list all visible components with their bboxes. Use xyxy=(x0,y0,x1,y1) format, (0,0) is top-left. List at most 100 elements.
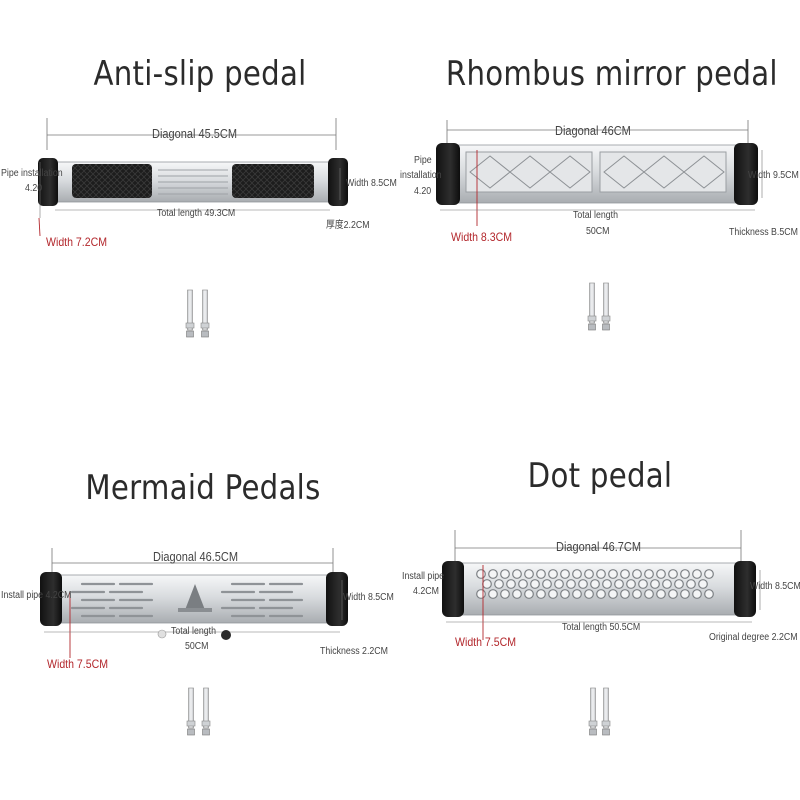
dot-pipe-label-1: Install pipe xyxy=(402,571,445,582)
perforation-hole xyxy=(578,579,588,589)
perforation-hole xyxy=(572,569,582,579)
perforation-hole xyxy=(524,589,534,599)
perforation-hole xyxy=(518,579,528,589)
perforation-hole xyxy=(638,579,648,589)
perforation-hole xyxy=(686,579,696,589)
perforation-hole xyxy=(530,579,540,589)
antislip-pipe-value: 4.20 xyxy=(25,183,43,194)
perforation-hole xyxy=(482,579,492,589)
antislip-total-length-label: Total length 49.3CM xyxy=(157,208,236,219)
perforation-hole xyxy=(704,589,714,599)
perforation-hole xyxy=(548,569,558,579)
rhombus-width-red-label: Width 8.3CM xyxy=(451,230,513,244)
mermaid-pedal-image xyxy=(40,548,348,658)
perforation-hole xyxy=(542,579,552,589)
perforation-hole xyxy=(536,569,546,579)
rhombus-total-length-label-1: Total length xyxy=(573,210,619,221)
perforation-hole xyxy=(674,579,684,589)
perforation-hole xyxy=(494,579,504,589)
perforation-hole xyxy=(680,569,690,579)
mermaid-pipe-label: Install pipe 4.2CM xyxy=(1,590,72,601)
rhombus-pipe-value: 4.20 xyxy=(414,186,432,197)
dot-total-length-label: Total length 50.5CM xyxy=(562,622,641,633)
perforation-hole xyxy=(614,579,624,589)
perforation-hole xyxy=(656,589,666,599)
perforation-hole xyxy=(536,589,546,599)
mermaid-width-red-label: Width 7.5CM xyxy=(47,657,109,671)
antislip-width-right-label: Width 8.5CM xyxy=(346,178,397,189)
perforation-hole xyxy=(692,589,702,599)
perforation-hole xyxy=(656,569,666,579)
perforation-hole xyxy=(554,579,564,589)
antislip-diagonal-label: Diagonal 45.5CM xyxy=(152,127,238,141)
dot-thickness-label: Original degree 2.2CM xyxy=(709,632,798,643)
mermaid-width-right-label: Width 8.5CM xyxy=(343,592,394,603)
perforation-hole xyxy=(644,569,654,579)
perforation-hole xyxy=(476,589,486,599)
mermaid-diagonal-label: Diagonal 46.5CM xyxy=(153,550,239,564)
perforation-hole xyxy=(590,579,600,589)
mermaid-title: Mermaid Pedals xyxy=(85,468,321,508)
perforation-hole xyxy=(506,579,516,589)
dot-pedal-image xyxy=(442,530,761,640)
perforation-hole xyxy=(572,589,582,599)
rhombus-thickness-label: Thickness B.5CM xyxy=(729,227,798,238)
perforation-hole xyxy=(692,569,702,579)
perforation-hole xyxy=(626,579,636,589)
perforation-hole xyxy=(512,569,522,579)
perforation-hole xyxy=(704,569,714,579)
perforation-hole xyxy=(548,589,558,599)
perforation-hole xyxy=(500,589,510,599)
perforation-hole xyxy=(560,569,570,579)
perforation-hole xyxy=(560,589,570,599)
perforation-hole xyxy=(662,579,672,589)
mermaid-total-length-label-2: 50CM xyxy=(185,641,209,652)
perforation-hole xyxy=(500,569,510,579)
dot-width-red-label: Width 7.5CM xyxy=(455,635,517,649)
perforation-hole xyxy=(608,569,618,579)
rhombus-pedal-image xyxy=(436,120,763,226)
perforation-hole xyxy=(650,579,660,589)
perforation-hole xyxy=(596,589,606,599)
perforation-hole xyxy=(632,589,642,599)
perforation-hole xyxy=(668,569,678,579)
perforation-hole xyxy=(668,589,678,599)
antislip-pipe-label: Pipe installation xyxy=(1,168,63,179)
perforation-hole xyxy=(644,589,654,599)
perforation-hole xyxy=(512,589,522,599)
antislip-title: Anti-slip pedal xyxy=(93,54,307,94)
rhombus-title: Rhombus mirror pedal xyxy=(445,54,778,94)
perforation-hole xyxy=(698,579,708,589)
rhombus-pipe-label-2: installation xyxy=(400,170,442,181)
antislip-bolts xyxy=(185,289,210,338)
perforation-hole xyxy=(620,589,630,599)
rhombus-width-right-label: Width 9.5CM xyxy=(748,170,799,181)
dot-width-right-label: Width 8.5CM xyxy=(750,581,800,592)
perforation-hole xyxy=(524,569,534,579)
perforation-hole xyxy=(584,589,594,599)
rhombus-bolts xyxy=(587,282,611,331)
perforation-hole xyxy=(476,569,486,579)
perforation-hole xyxy=(488,569,498,579)
antislip-thickness-label: 厚度2.2CM xyxy=(326,220,370,231)
perforation-hole xyxy=(680,589,690,599)
perforation-hole xyxy=(632,569,642,579)
perforation-hole xyxy=(488,589,498,599)
perforation-hole xyxy=(620,569,630,579)
dot-diagonal-label: Diagonal 46.7CM xyxy=(556,540,642,554)
dot-bolts xyxy=(588,687,611,736)
mermaid-bolts xyxy=(186,687,211,736)
mermaid-thickness-label: Thickness 2.2CM xyxy=(320,646,388,657)
mermaid-total-length-label-1: Total length xyxy=(171,626,217,637)
perforation-hole xyxy=(608,589,618,599)
perforation-hole xyxy=(566,579,576,589)
antislip-pedal-image xyxy=(38,118,348,237)
rhombus-diagonal-label: Diagonal 46CM xyxy=(555,124,631,138)
perforation-hole xyxy=(596,569,606,579)
perforation-hole xyxy=(584,569,594,579)
rhombus-pipe-label-1: Pipe xyxy=(414,155,432,166)
dot-pipe-label-2: 4.2CM xyxy=(413,586,439,597)
dot-title: Dot pedal xyxy=(527,456,673,496)
rhombus-total-length-label-2: 50CM xyxy=(586,226,610,237)
